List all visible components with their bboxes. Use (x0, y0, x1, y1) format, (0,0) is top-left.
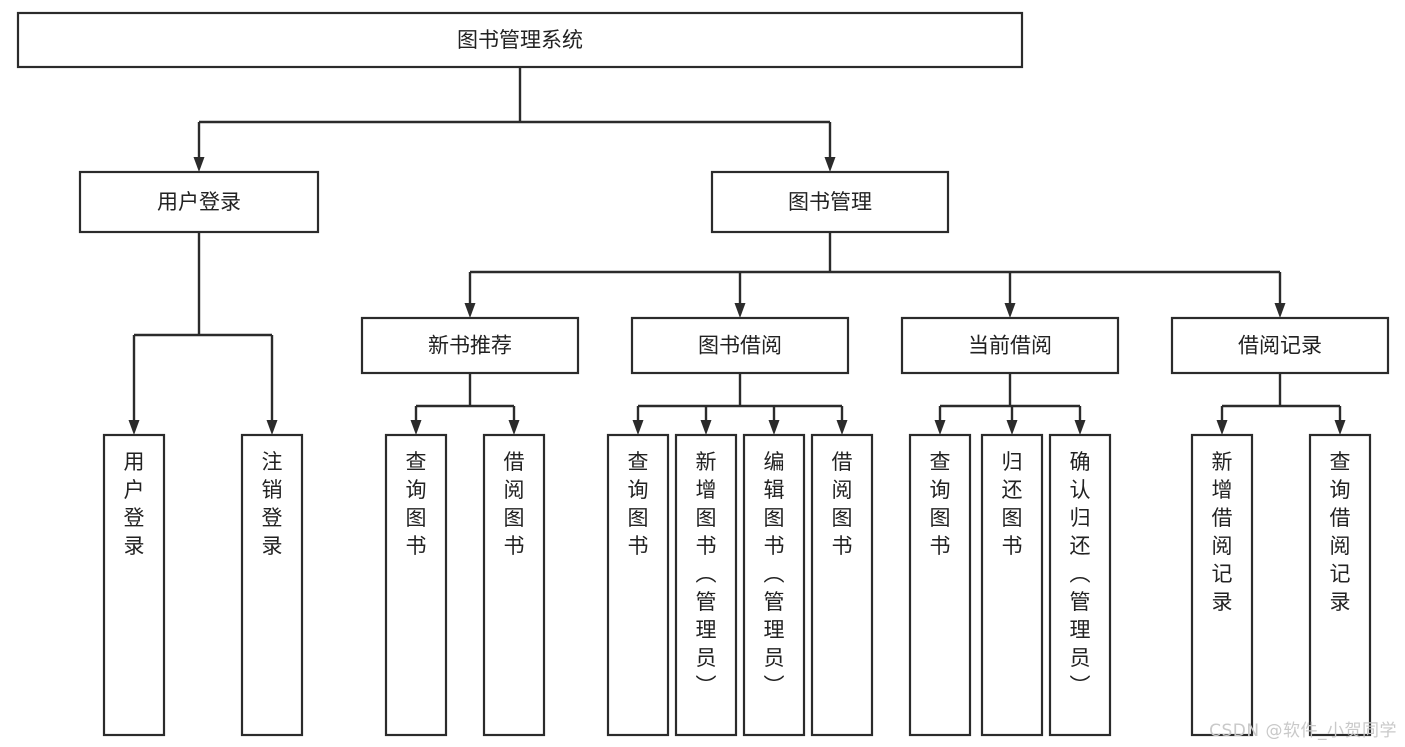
node-box (674, 433, 738, 737)
node-label: 借阅记录 (1238, 334, 1322, 358)
node-box (16, 11, 1024, 69)
node-box (1170, 316, 1390, 375)
node-label: 图书管理 (788, 190, 872, 214)
arrow-head-icon (410, 420, 422, 435)
arrow-head-icon (1074, 420, 1086, 435)
node-label: 图书借阅 (698, 334, 782, 358)
node-box (710, 170, 950, 234)
arrow-head-icon (1274, 303, 1286, 318)
node-box (810, 433, 874, 737)
node-leaf-query-book-3[interactable]: 查询图书 (908, 433, 972, 737)
node-label: 用户登录 (124, 450, 145, 558)
node-leaf-edit-book[interactable]: 编辑图书︵管理员︶ (742, 433, 806, 737)
node-leaf-query-book-2[interactable]: 查询图书 (606, 433, 670, 737)
arrow-head-icon (464, 303, 476, 318)
node-label: 借阅图书 (504, 450, 525, 558)
node-label: 新增图书︵管理员︶ (696, 450, 717, 698)
arrow-head-icon (734, 303, 746, 318)
arrow-head-icon (1334, 420, 1346, 435)
arrow-head-icon (1004, 303, 1016, 318)
arrow-head-icon (768, 420, 780, 435)
node-label: 查询图书 (930, 450, 951, 558)
node-box (384, 433, 448, 737)
node-borrow-record[interactable]: 借阅记录 (1170, 316, 1390, 375)
node-leaf-borrow-book-1[interactable]: 借阅图书 (482, 433, 546, 737)
node-box (1190, 433, 1254, 737)
node-label: 编辑图书︵管理员︶ (764, 450, 785, 698)
node-book-borrow[interactable]: 图书借阅 (630, 316, 850, 375)
connector-layer (128, 67, 1346, 435)
node-label: 当前借阅 (968, 334, 1052, 358)
node-box (900, 316, 1120, 375)
arrow-head-icon (1216, 420, 1228, 435)
node-leaf-borrow-book-2[interactable]: 借阅图书 (810, 433, 874, 737)
node-leaf-user-login[interactable]: 用户登录 (102, 433, 166, 737)
node-box (606, 433, 670, 737)
node-label: 用户登录 (157, 190, 241, 214)
node-label: 新增借阅记录 (1212, 450, 1233, 614)
node-box (1308, 433, 1372, 737)
arrow-head-icon (266, 420, 278, 435)
node-label: 查询借阅记录 (1330, 450, 1351, 614)
node-label: 注销登录 (262, 450, 283, 558)
node-book-manage[interactable]: 图书管理 (710, 170, 950, 234)
node-leaf-logout[interactable]: 注销登录 (240, 433, 304, 737)
arrow-head-icon (824, 157, 836, 172)
node-label: 归还图书 (1002, 450, 1023, 558)
node-leaf-add-record[interactable]: 新增借阅记录 (1190, 433, 1254, 737)
node-label: 图书管理系统 (457, 28, 583, 52)
node-label: 借阅图书 (832, 450, 853, 558)
node-box (742, 433, 806, 737)
node-new-book-rec[interactable]: 新书推荐 (360, 316, 580, 375)
node-leaf-return-book[interactable]: 归还图书 (980, 433, 1044, 737)
node-layer: 图书管理系统用户登录图书管理新书推荐图书借阅当前借阅借阅记录用户登录注销登录查询… (16, 11, 1390, 737)
node-box (1048, 433, 1112, 737)
arrow-head-icon (836, 420, 848, 435)
node-leaf-add-book[interactable]: 新增图书︵管理员︶ (674, 433, 738, 737)
node-leaf-confirm-return[interactable]: 确认归还︵管理员︶ (1048, 433, 1112, 737)
node-label: 查询图书 (406, 450, 427, 558)
node-label: 查询图书 (628, 450, 649, 558)
node-root[interactable]: 图书管理系统 (16, 11, 1024, 69)
node-box (908, 433, 972, 737)
node-leaf-query-record[interactable]: 查询借阅记录 (1308, 433, 1372, 737)
node-label: 新书推荐 (428, 334, 512, 358)
arrow-head-icon (934, 420, 946, 435)
node-box (240, 433, 304, 737)
node-current-borrow[interactable]: 当前借阅 (900, 316, 1120, 375)
node-box (102, 433, 166, 737)
node-label: 确认归还︵管理员︶ (1070, 450, 1091, 698)
node-box (630, 316, 850, 375)
node-box (78, 170, 320, 234)
arrow-head-icon (632, 420, 644, 435)
node-user-login[interactable]: 用户登录 (78, 170, 320, 234)
arrow-head-icon (1006, 420, 1018, 435)
arrow-head-icon (508, 420, 520, 435)
node-box (980, 433, 1044, 737)
arrow-head-icon (193, 157, 205, 172)
node-leaf-query-book-1[interactable]: 查询图书 (384, 433, 448, 737)
node-box (360, 316, 580, 375)
node-box (482, 433, 546, 737)
arrow-head-icon (128, 420, 140, 435)
arrow-head-icon (700, 420, 712, 435)
